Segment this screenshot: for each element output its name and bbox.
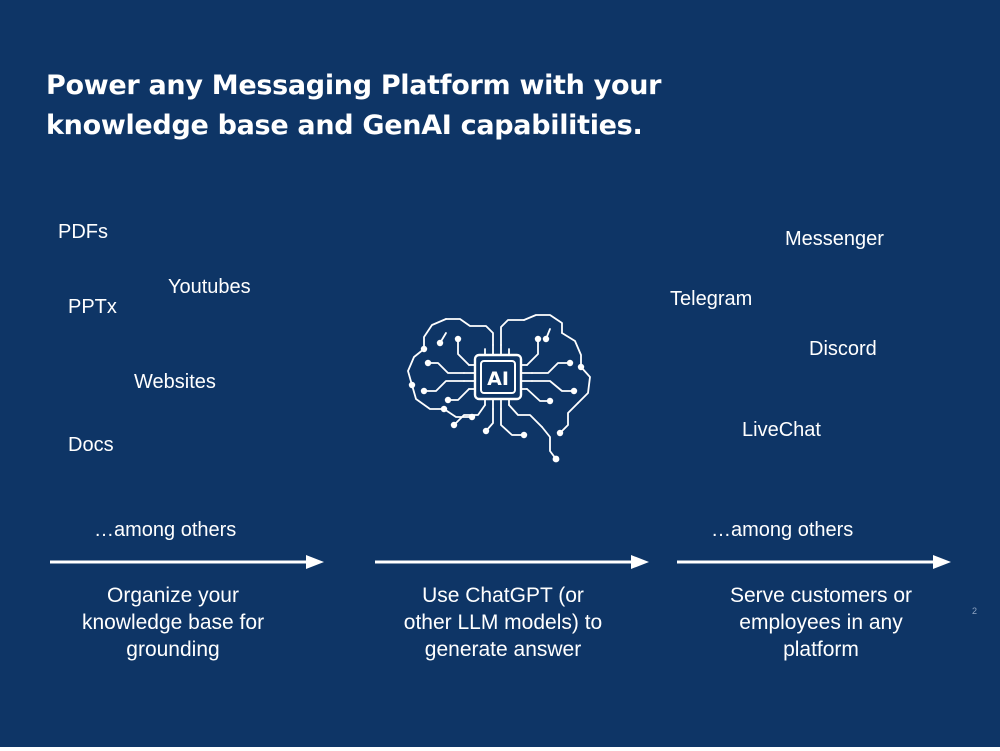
page-number: 2 (972, 606, 978, 616)
caption-line: generate answer (424, 638, 582, 661)
caption-line: employees in any (739, 611, 903, 634)
caption-line: Serve customers or (729, 584, 913, 607)
source-docs: Docs (68, 434, 114, 456)
step-generate-caption: Use ChatGPT (or other LLM models) to gen… (370, 582, 636, 663)
caption-line: platform (783, 638, 859, 661)
caption-line: knowledge base for (81, 611, 265, 634)
source-pdfs: PDFs (58, 221, 108, 243)
channels-among-others: …among others (711, 519, 854, 541)
caption-line: other LLM models) to (403, 611, 603, 634)
arrow-right-icon (50, 555, 324, 569)
source-youtubes: Youtubes (168, 276, 251, 298)
slide-title: Power any Messaging Platform with your k… (46, 70, 662, 141)
channel-messenger: Messenger (785, 228, 884, 250)
sources-among-others: …among others (94, 519, 237, 541)
ai-chip-label: AI (487, 368, 509, 390)
caption-line: Organize your (107, 584, 239, 607)
channel-telegram: Telegram (670, 288, 753, 310)
source-pptx: PPTx (68, 296, 117, 318)
arrow-right-icon (677, 555, 951, 569)
arrow-right-icon (375, 555, 649, 569)
channel-discord: Discord (809, 338, 877, 360)
source-websites: Websites (134, 371, 216, 393)
caption-line: grounding (126, 638, 220, 661)
step-serve-caption: Serve customers or employees in any plat… (688, 582, 954, 663)
ai-brain-circuit-icon: AI (407, 314, 591, 463)
caption-line: Use ChatGPT (or (422, 584, 584, 607)
channel-livechat: LiveChat (742, 419, 821, 441)
step-organize-caption: Organize your knowledge base for groundi… (40, 582, 306, 663)
